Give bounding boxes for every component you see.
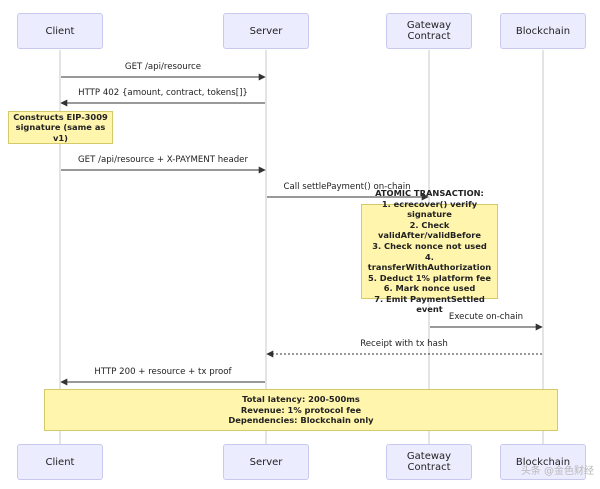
participant-server: Server xyxy=(223,13,309,49)
note-line: 4. transferWithAuthorization xyxy=(367,251,492,273)
note-atomic-transaction: ATOMIC TRANSACTION: 1. ecrecover() verif… xyxy=(361,188,498,314)
message-label-execute-onchain: Execute on-chain xyxy=(448,312,524,322)
note-line: ATOMIC TRANSACTION: xyxy=(375,187,484,198)
note-line: Constructs EIP-3009 xyxy=(13,111,108,122)
message-label-get-resource: GET /api/resource xyxy=(124,62,202,72)
note-line: Dependencies: Blockchain only xyxy=(228,415,374,426)
participant-blockchain: Blockchain xyxy=(500,13,586,49)
note-line: 5. Deduct 1% platform fee xyxy=(367,272,492,283)
message-label-receipt: Receipt with tx hash xyxy=(360,339,448,349)
message-label-get-with-payment: GET /api/resource + X-PAYMENT header xyxy=(78,155,248,165)
note-line: Total latency: 200-500ms xyxy=(242,394,360,405)
participant-blockchain-bottom: Blockchain xyxy=(500,444,586,480)
participant-gateway-contract: Gateway Contract xyxy=(386,13,472,49)
participant-gateway-contract-bottom: Gateway Contract xyxy=(386,444,472,480)
note-line: 7. Emit PaymentSettled event xyxy=(374,293,485,315)
message-label-http-402: HTTP 402 {amount, contract, tokens[]} xyxy=(78,88,248,98)
note-client-signature: Constructs EIP-3009 signature (same as v… xyxy=(8,111,113,144)
message-label-settle-payment: Call settlePayment() on-chain xyxy=(283,182,411,192)
note-line: signature (same as v1) xyxy=(15,122,106,143)
watermark: 头条 @金色财经 xyxy=(520,466,594,477)
note-line: 1. ecrecover() verify signature xyxy=(381,198,478,220)
participant-client-bottom: Client xyxy=(17,444,103,480)
note-line: Revenue: 1% protocol fee xyxy=(240,404,362,415)
note-line: 3. Check nonce not used xyxy=(372,240,487,251)
note-line: 2. Check validAfter/validBefore xyxy=(378,219,481,241)
message-label-http-200: HTTP 200 + resource + tx proof xyxy=(94,367,232,377)
participant-server-bottom: Server xyxy=(223,444,309,480)
note-summary: Total latency: 200-500ms Revenue: 1% pro… xyxy=(44,389,558,431)
participant-client: Client xyxy=(17,13,103,49)
note-line: 6. Mark nonce used xyxy=(383,283,476,294)
